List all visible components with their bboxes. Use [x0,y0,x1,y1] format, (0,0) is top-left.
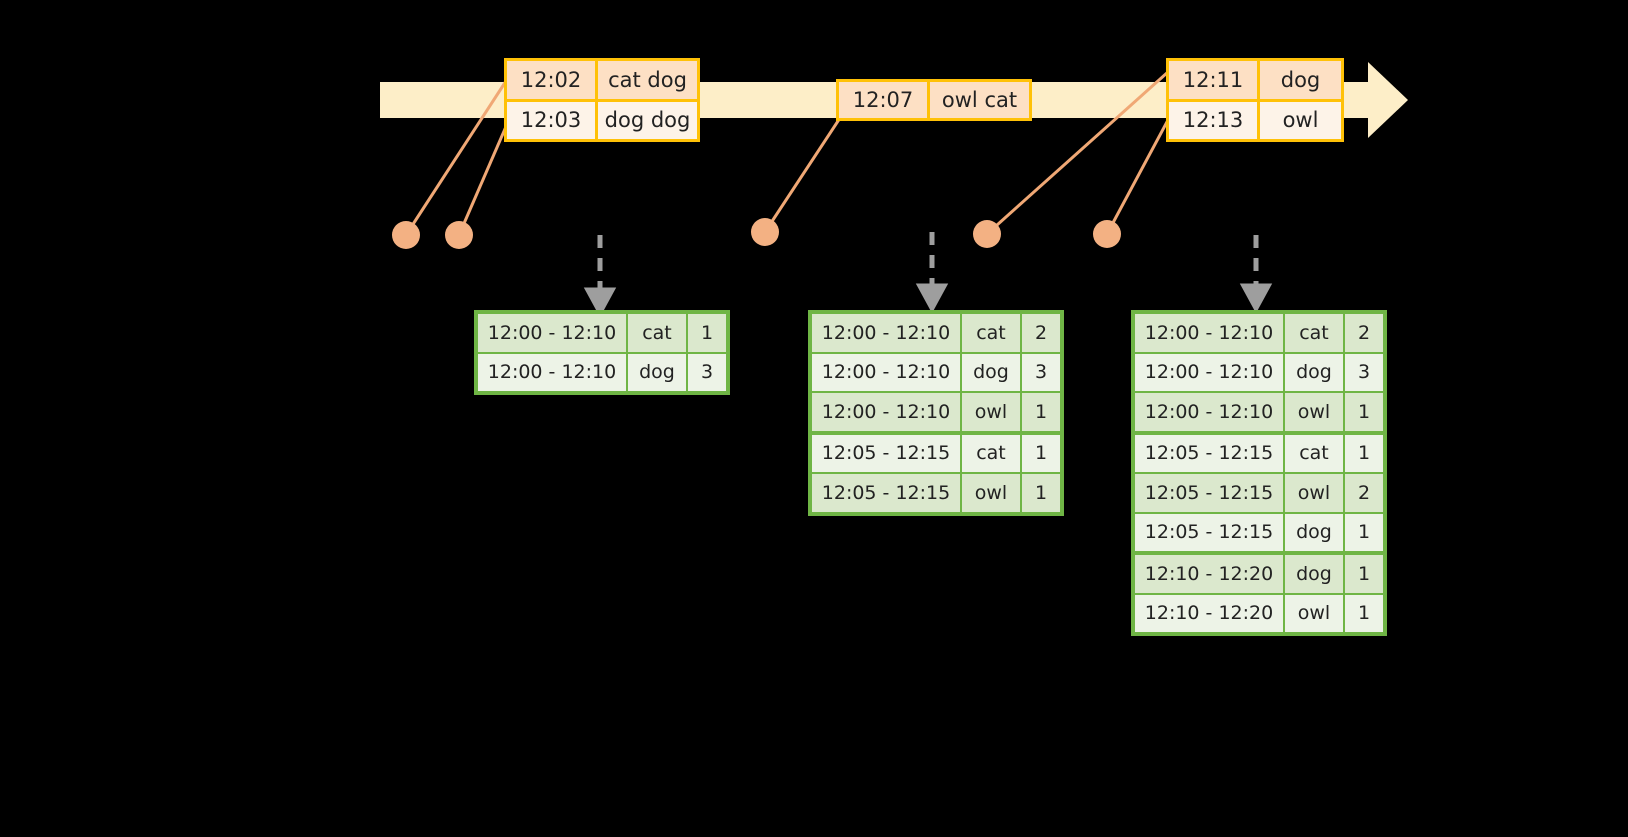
column-divider [595,61,598,99]
window-cell: 12:00 - 12:10 [478,353,626,391]
event-row[interactable]: 12:02 cat dog [507,61,697,99]
event-value: dog [1260,61,1341,99]
window-cell: 12:00 - 12:10 [478,314,626,352]
connector-dot [1093,220,1121,248]
event-value: dog dog [598,101,697,139]
count-cell: 2 [1020,314,1060,352]
trigger-arrow-3 [1239,235,1273,314]
word-cell: owl [1283,474,1343,512]
event-value: cat dog [598,61,697,99]
window-cell: 12:05 - 12:15 [1135,474,1283,512]
count-cell: 1 [1020,434,1060,472]
count-cell: 2 [1343,314,1383,352]
window-cell: 12:05 - 12:15 [1135,434,1283,472]
window-cell: 12:05 - 12:15 [812,434,960,472]
count-cell: 1 [1343,555,1383,593]
word-cell: dog [1283,513,1343,551]
event-row[interactable]: 12:03 dog dog [507,98,697,139]
window-cell: 12:00 - 12:10 [812,314,960,352]
connector-dot [973,220,1001,248]
window-cell: 12:10 - 12:20 [1135,555,1283,593]
connector-dot [751,218,779,246]
event-time: 12:13 [1169,101,1257,139]
window-cell: 12:00 - 12:10 [1135,314,1283,352]
trigger-arrow-2 [915,232,949,314]
window-cell: 12:10 - 12:20 [1135,594,1283,632]
count-cell: 1 [686,314,726,352]
count-cell: 1 [1343,513,1383,551]
count-cell: 1 [1020,393,1060,431]
window-cell: 12:00 - 12:10 [812,393,960,431]
connector-dots [392,218,1121,249]
count-cell: 2 [1343,474,1383,512]
event-row[interactable]: 12:11 dog [1169,61,1341,99]
word-cell: dog [1283,353,1343,391]
window-cell: 12:00 - 12:10 [1135,393,1283,431]
column-divider [595,101,598,139]
word-cell: owl [1283,594,1343,632]
event-value: owl cat [930,82,1029,118]
word-cell: owl [960,393,1020,431]
event-row[interactable]: 12:07 owl cat [839,82,1029,118]
connector-dot [392,221,420,249]
event-time: 12:02 [507,61,595,99]
event-row[interactable]: 12:13 owl [1169,98,1341,139]
column-divider [1257,101,1260,139]
count-cell: 3 [1020,353,1060,391]
window-cell: 12:00 - 12:10 [1135,353,1283,391]
event-group-2[interactable]: 12:07 owl cat [836,79,1032,121]
window-cell: 12:05 - 12:15 [812,474,960,512]
trigger-arrow-1 [583,235,617,318]
connector-dot [445,221,473,249]
word-cell: dog [960,353,1020,391]
window-cell: 12:05 - 12:15 [1135,513,1283,551]
count-cell: 3 [1343,353,1383,391]
event-time: 12:03 [507,101,595,139]
event-group-1[interactable]: 12:02 cat dog 12:03 dog dog [504,58,700,142]
word-cell: owl [960,474,1020,512]
word-cell: dog [1283,555,1343,593]
count-cell: 1 [1343,434,1383,472]
count-cell: 1 [1020,474,1060,512]
count-cell: 1 [1343,594,1383,632]
word-cell: dog [626,353,686,391]
event-group-3[interactable]: 12:11 dog 12:13 owl [1166,58,1344,142]
count-cell: 3 [686,353,726,391]
event-time: 12:07 [839,82,927,118]
word-cell: cat [626,314,686,352]
count-cell: 1 [1343,393,1383,431]
event-value: owl [1260,101,1341,139]
word-cell: cat [960,314,1020,352]
event-time: 12:11 [1169,61,1257,99]
word-cell: cat [960,434,1020,472]
column-divider [1257,61,1260,99]
word-cell: cat [1283,434,1343,472]
window-cell: 12:00 - 12:10 [812,353,960,391]
word-cell: owl [1283,393,1343,431]
trigger-arrows [583,232,1273,318]
word-cell: cat [1283,314,1343,352]
